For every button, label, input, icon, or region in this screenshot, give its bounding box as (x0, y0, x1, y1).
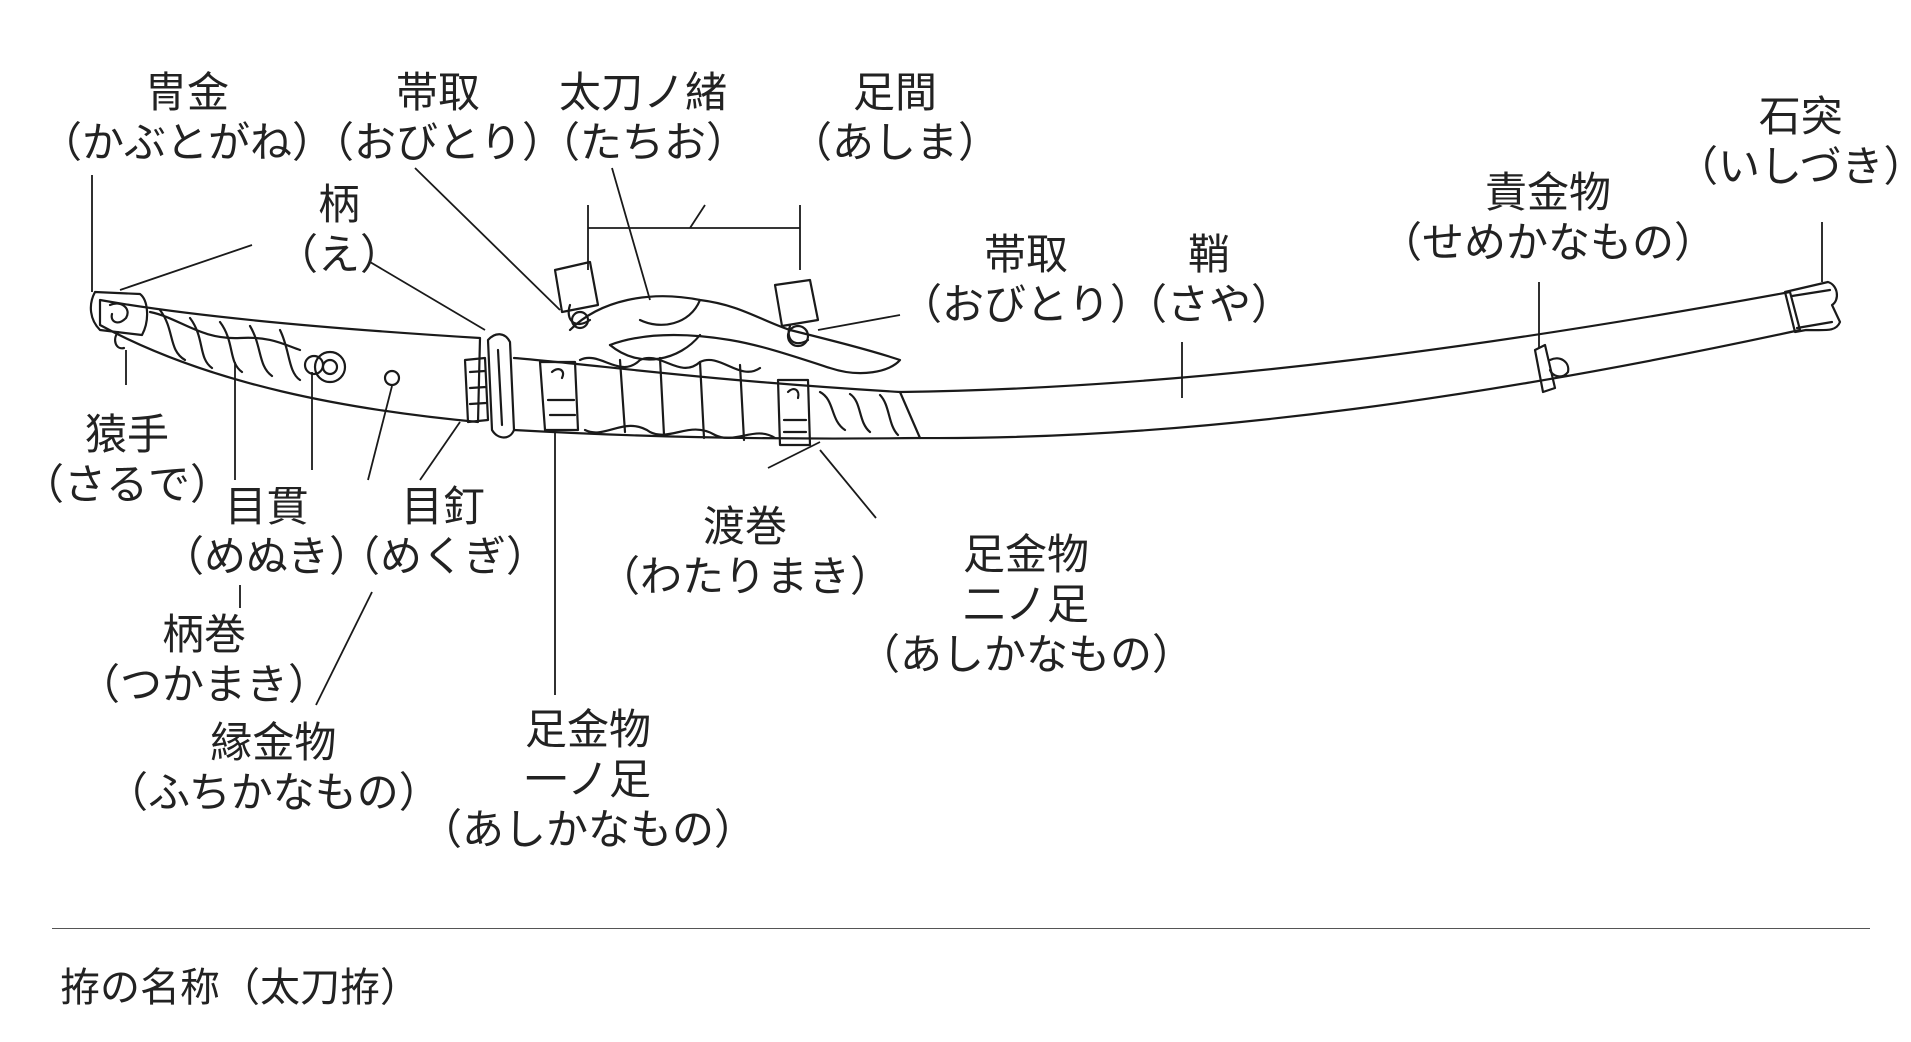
semekanamono-shape (1533, 343, 1557, 394)
label-menuki: 目貫（めぬき） (162, 482, 372, 581)
label-kabutogane: 冑金（かぶとがね） (40, 68, 335, 167)
kabutogane-shape (89, 290, 149, 337)
label-ashima: 足間（あしま） (790, 68, 1001, 167)
label-obitori-1: 帯取（おびとり） (312, 68, 565, 167)
label-semekanamono: 責金物（せめかなもの） (1380, 168, 1717, 267)
label-tsukamaki: 柄巻（つかまき） (78, 610, 331, 709)
figure-caption: 拵の名称（太刀拵） (60, 965, 420, 1011)
mekugi-shape (383, 369, 401, 387)
label-mekugi: 目釘（めくぎ） (338, 482, 549, 581)
label-watarimaki: 渡巻（わたりまき） (598, 502, 893, 601)
label-ashikanamono-2: 足金物二ノ足（あしかなもの） (858, 530, 1195, 679)
label-tachio: 太刀ノ緒（たちお） (538, 68, 749, 167)
sarude-shape (114, 330, 126, 350)
label-saya: 鞘（さや） (1125, 230, 1294, 329)
obitori-1-shape (553, 260, 600, 314)
ashikanamono-2-shape (776, 378, 812, 447)
ishizuki-shape (1783, 280, 1842, 334)
label-obitori-2: 帯取（おびとり） (900, 230, 1153, 329)
label-sarude: 猿手（さるで） (22, 410, 233, 509)
label-e: 柄（え） (276, 180, 403, 279)
label-ashikanamono-1: 足金物一ノ足（あしかなもの） (420, 705, 757, 854)
label-fuchikanamono: 縁金物（ふちかなもの） (106, 718, 441, 817)
ashikanamono-1-shape (538, 360, 580, 432)
watarimaki-shape (578, 356, 777, 440)
tachio-shape (568, 295, 902, 375)
obitori-2-shape (773, 278, 820, 328)
divider-rule (52, 928, 1870, 929)
menuki-shape (313, 350, 347, 384)
label-ishizuki: 石突（いしづき） (1676, 92, 1911, 191)
fuchi-shape (463, 356, 490, 424)
